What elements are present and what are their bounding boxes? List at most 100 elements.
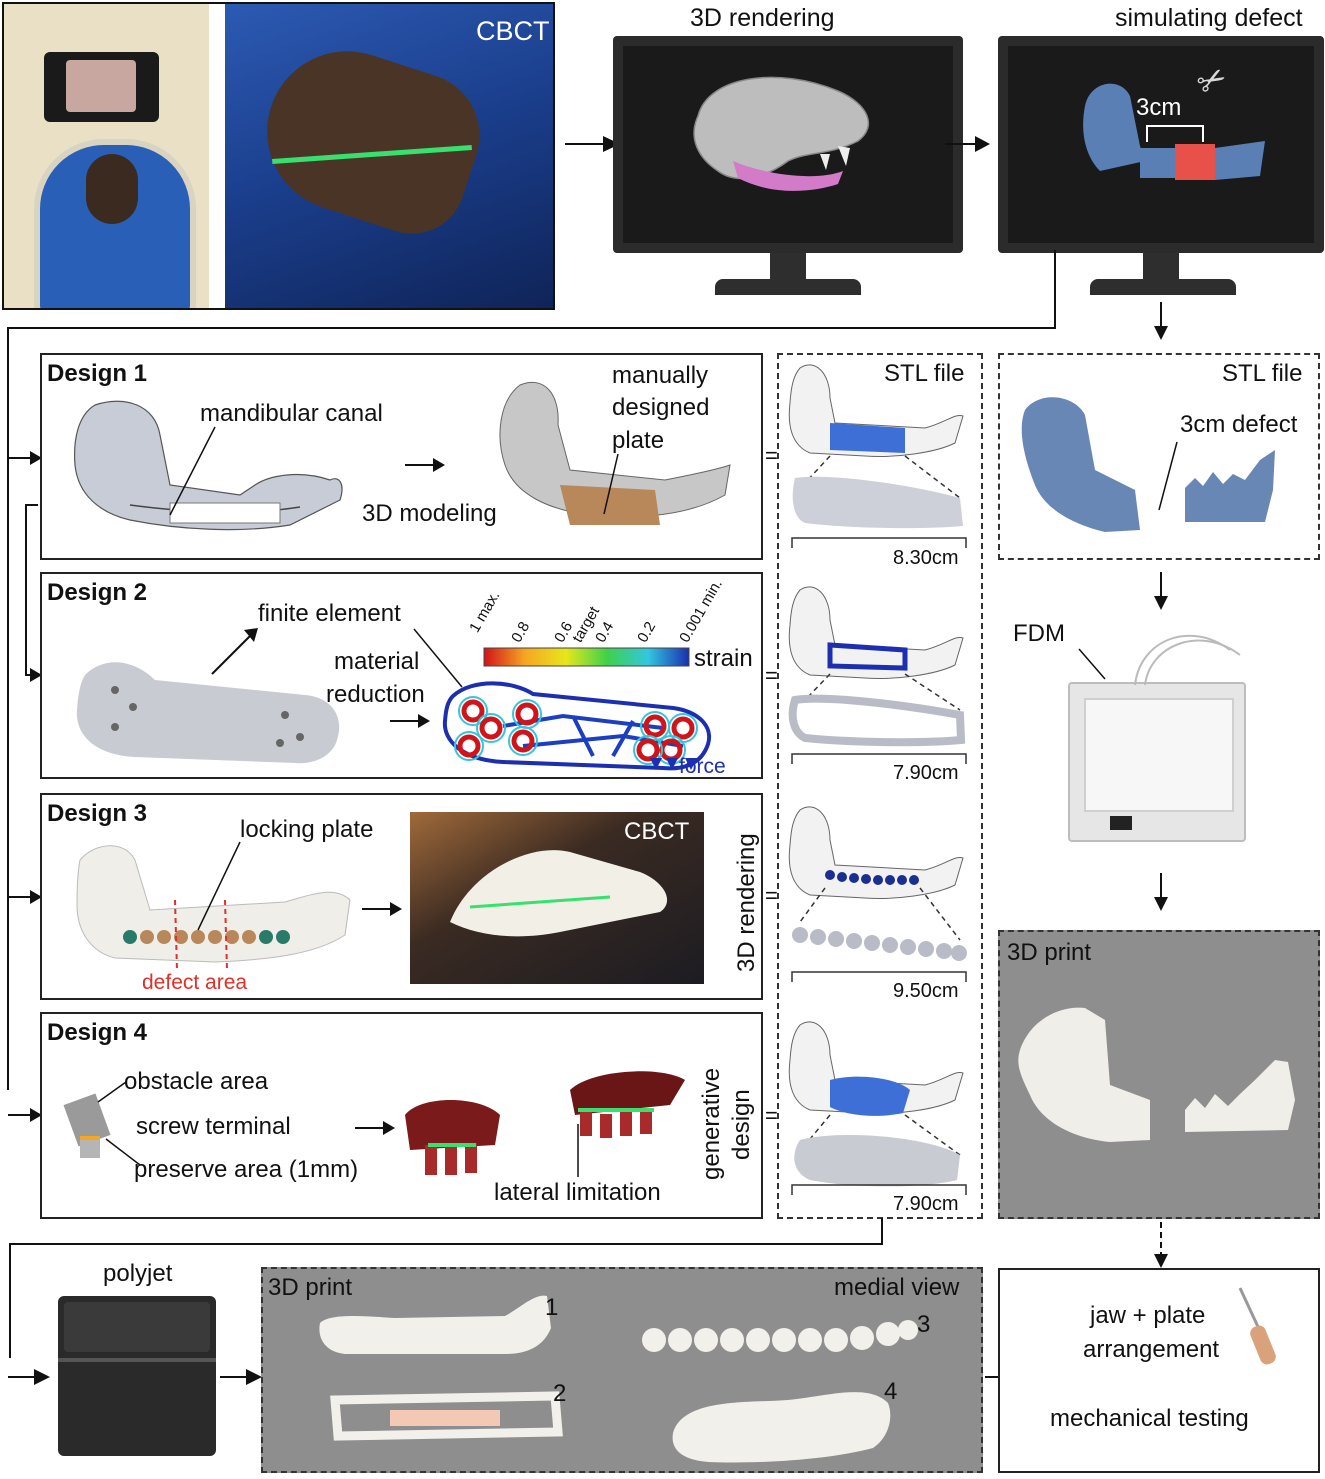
print-right-label: 3D print [1007,939,1092,966]
lateral-pointer [577,1124,579,1177]
stl-jaw-4 [788,1021,964,1187]
dog-head-small [86,154,138,224]
strain-colorbar [483,647,690,667]
fdm-window [1084,698,1234,812]
bracket-3cm [1146,125,1204,142]
plate-pointer [603,453,619,515]
arrow-into-design3 [8,890,42,904]
plate-label-3: plate [612,427,665,454]
monitor-rendering-neck [770,253,806,281]
connector-to-designs [7,250,1056,1090]
stl-length-3: 9.50cm [893,980,959,1002]
preserve-label: preserve area (1mm) [134,1156,359,1183]
bracket-4 [791,1184,967,1195]
testing-label: mechanical testing [1050,1405,1249,1432]
fdm-filament [1134,634,1241,686]
printed-plate-4 [672,1392,891,1463]
printed-plate-3 [642,1320,918,1352]
equals-1: = [765,443,778,468]
monitor-rendering-base [715,279,861,295]
defect-size-label: 3cm [1136,94,1182,121]
design3-cbct-label: CBCT [624,818,690,845]
stl-jaw-1 [788,364,964,529]
rendering-label: 3D rendering [690,4,835,32]
stl-right-pieces [1021,397,1275,532]
arrow-defect-down [1154,302,1168,340]
design3-jaw [76,845,351,971]
screwdriver-icon [1238,1287,1276,1365]
stl-jaw-3 [788,806,967,961]
plate-num-2: 2 [553,1380,567,1407]
stl-column-title: STL file [884,360,965,387]
polyjet-printer [58,1296,216,1456]
scanner-screen-glow [66,60,136,112]
arrow-print-to-result [1154,1222,1168,1268]
cbct-label: CBCT [476,16,550,46]
print-bottom-label: 3D print [268,1274,353,1301]
fdm-label: FDM [1013,620,1065,647]
obstacle-label: obstacle area [124,1068,269,1095]
generative-mesh-2 [570,1071,685,1138]
screw-label: screw terminal [136,1113,291,1140]
fe-result [442,681,712,771]
arrow-fdm-to-print [1154,873,1168,911]
stl-column-box [777,353,983,1219]
equals-2: = [765,663,778,688]
force-label: force [679,755,726,778]
plate-num-3: 3 [917,1311,931,1338]
stl-length-4: 7.90cm [893,1193,959,1215]
fdm-printer [1068,682,1246,842]
obstacle-pointer [97,1081,127,1103]
stl-right-box [998,353,1320,560]
arrow-into-design1 [8,451,42,465]
polyjet-lid [64,1302,210,1352]
mr-label-2: reduction [326,681,425,708]
stl-right-pointer [1158,441,1178,511]
modeling-label: 3D modeling [362,500,497,527]
arrow-into-design4 [8,1108,42,1122]
mr-arrow [390,714,430,728]
canal-pointer [169,426,216,516]
design4-side-2: design [728,1089,755,1160]
fe-label: finite element [258,600,401,627]
design2-title: Design 2 [47,579,148,606]
defect-block [1175,144,1215,180]
arrow-photo-to-render [565,136,620,152]
stl-length-1: 8.30cm [893,547,959,569]
bracket-3 [791,971,967,982]
strain-label: strain [694,645,753,672]
preserve-pointer [105,1138,141,1166]
result-box [998,1268,1320,1473]
result-label-2: arrangement [1083,1336,1220,1363]
plate-label-2: designed [612,394,710,421]
fdm-display [1110,816,1132,830]
fe-pointer [413,628,463,688]
design2-plate [76,662,340,764]
canal-label: mandibular canal [200,400,383,427]
monitor-defect-base [1090,279,1236,295]
stl-right-defect: 3cm defect [1180,411,1298,438]
generative-mesh-1 [405,1100,500,1175]
design1-title: Design 1 [47,360,148,387]
design4-side-1: generative [698,1067,725,1180]
design1-jaw-plate [499,381,731,525]
design4-arrow [355,1121,395,1135]
mr-label-1: material [334,648,420,675]
defect-area-label: defect area [142,971,248,994]
design3-side-label: 3D rendering [733,833,760,972]
monitor-defect-neck [1143,253,1179,281]
fdm-pointer [1078,648,1106,680]
polyjet-stripe [58,1358,216,1362]
designed-plate-shape [560,485,660,525]
arrow-polyjet-to-print [220,1369,262,1385]
design1-jaw-canal [73,400,343,531]
fe-arrow [211,628,258,675]
arrow-stl-to-fdm [1154,572,1168,610]
locking-label: locking plate [240,816,374,843]
print-right-pieces [1018,1007,1295,1142]
stl-right-title: STL file [1222,360,1303,387]
design4-title: Design 4 [47,1019,148,1046]
printed-plate-2 [330,1391,563,1441]
lateral-label: lateral limitation [494,1179,661,1206]
design3-arrow [362,902,402,916]
